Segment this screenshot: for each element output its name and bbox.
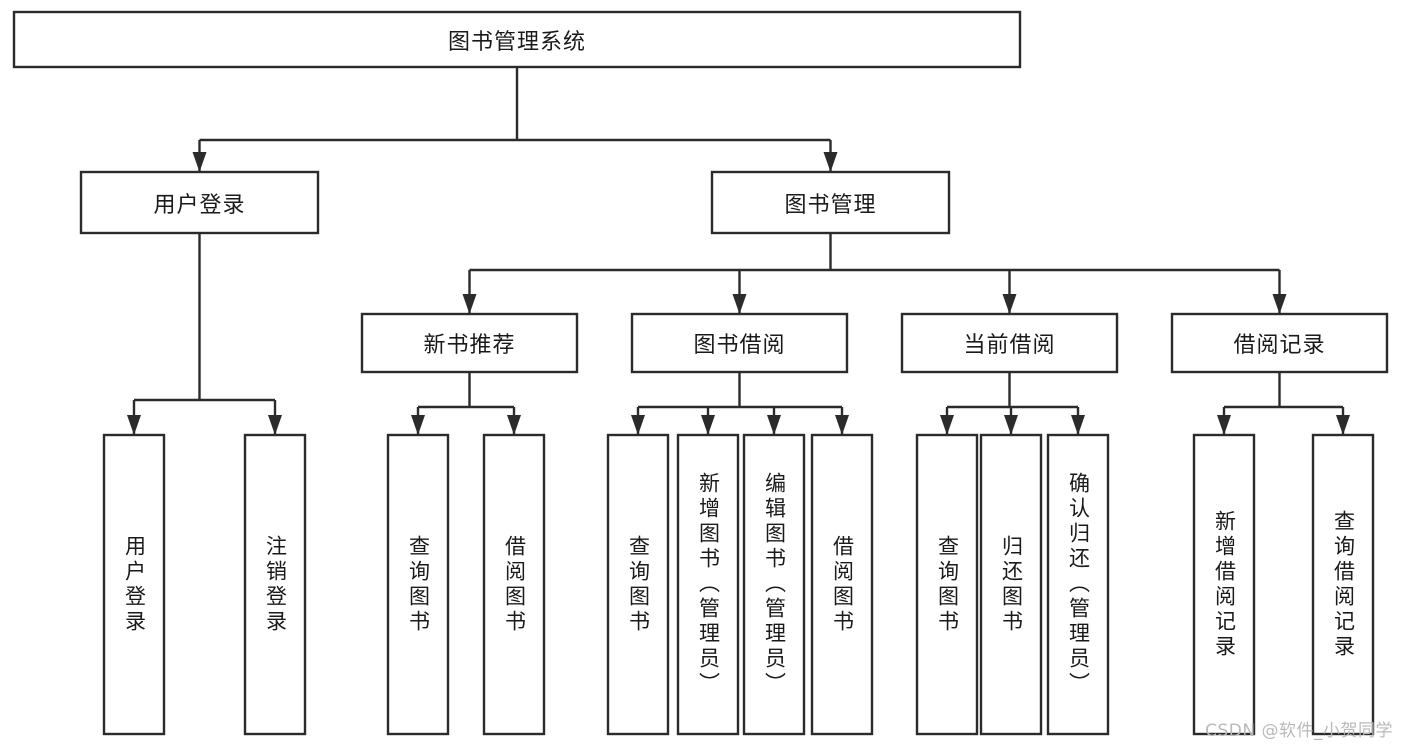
arrow-head (1071, 415, 1085, 435)
arrow-head (1217, 415, 1231, 435)
node-box-root[interactable] (12, 10, 1022, 69)
node-box-leaf-logout[interactable] (243, 433, 307, 736)
node-box-book-borrow[interactable] (630, 312, 849, 374)
arrow-head (835, 415, 849, 435)
arrow-head (192, 152, 207, 172)
arrow-head (732, 294, 747, 314)
node-box-leaf-add-record[interactable] (1192, 433, 1256, 736)
arrow-head (411, 415, 425, 435)
boxes-layer (12, 10, 1389, 736)
node-box-new-book-rec[interactable] (360, 312, 579, 374)
node-box-leaf-return-book[interactable] (979, 433, 1043, 736)
arrow-head (507, 415, 521, 435)
node-box-book-manage[interactable] (710, 170, 951, 235)
edges-layer (127, 67, 1350, 435)
node-box-leaf-user-login[interactable] (102, 433, 166, 736)
node-box-borrow-record[interactable] (1170, 312, 1389, 374)
arrow-head (631, 415, 645, 435)
arrow-head (940, 415, 954, 435)
node-box-leaf-edit-book[interactable] (742, 433, 806, 736)
arrow-head (1336, 415, 1350, 435)
node-box-leaf-borrow-book-1[interactable] (482, 433, 546, 736)
node-box-user-login[interactable] (79, 170, 320, 235)
arrow-head (1004, 415, 1018, 435)
arrow-head (701, 415, 715, 435)
node-box-leaf-query-book-1[interactable] (386, 433, 450, 736)
node-box-leaf-query-book-2[interactable] (606, 433, 670, 736)
arrow-head (462, 294, 477, 314)
arrow-head (767, 415, 781, 435)
arrow-head (823, 152, 838, 172)
node-box-leaf-query-record[interactable] (1311, 433, 1375, 736)
arrow-head (127, 415, 141, 435)
node-box-leaf-borrow-book-2[interactable] (810, 433, 874, 736)
node-box-leaf-add-book[interactable] (676, 433, 740, 736)
node-box-leaf-confirm-return[interactable] (1046, 433, 1110, 736)
node-box-current-borrow[interactable] (900, 312, 1119, 374)
arrow-head (268, 415, 282, 435)
node-box-leaf-query-book-3[interactable] (915, 433, 979, 736)
arrow-head (1002, 294, 1017, 314)
arrow-head (1272, 294, 1287, 314)
